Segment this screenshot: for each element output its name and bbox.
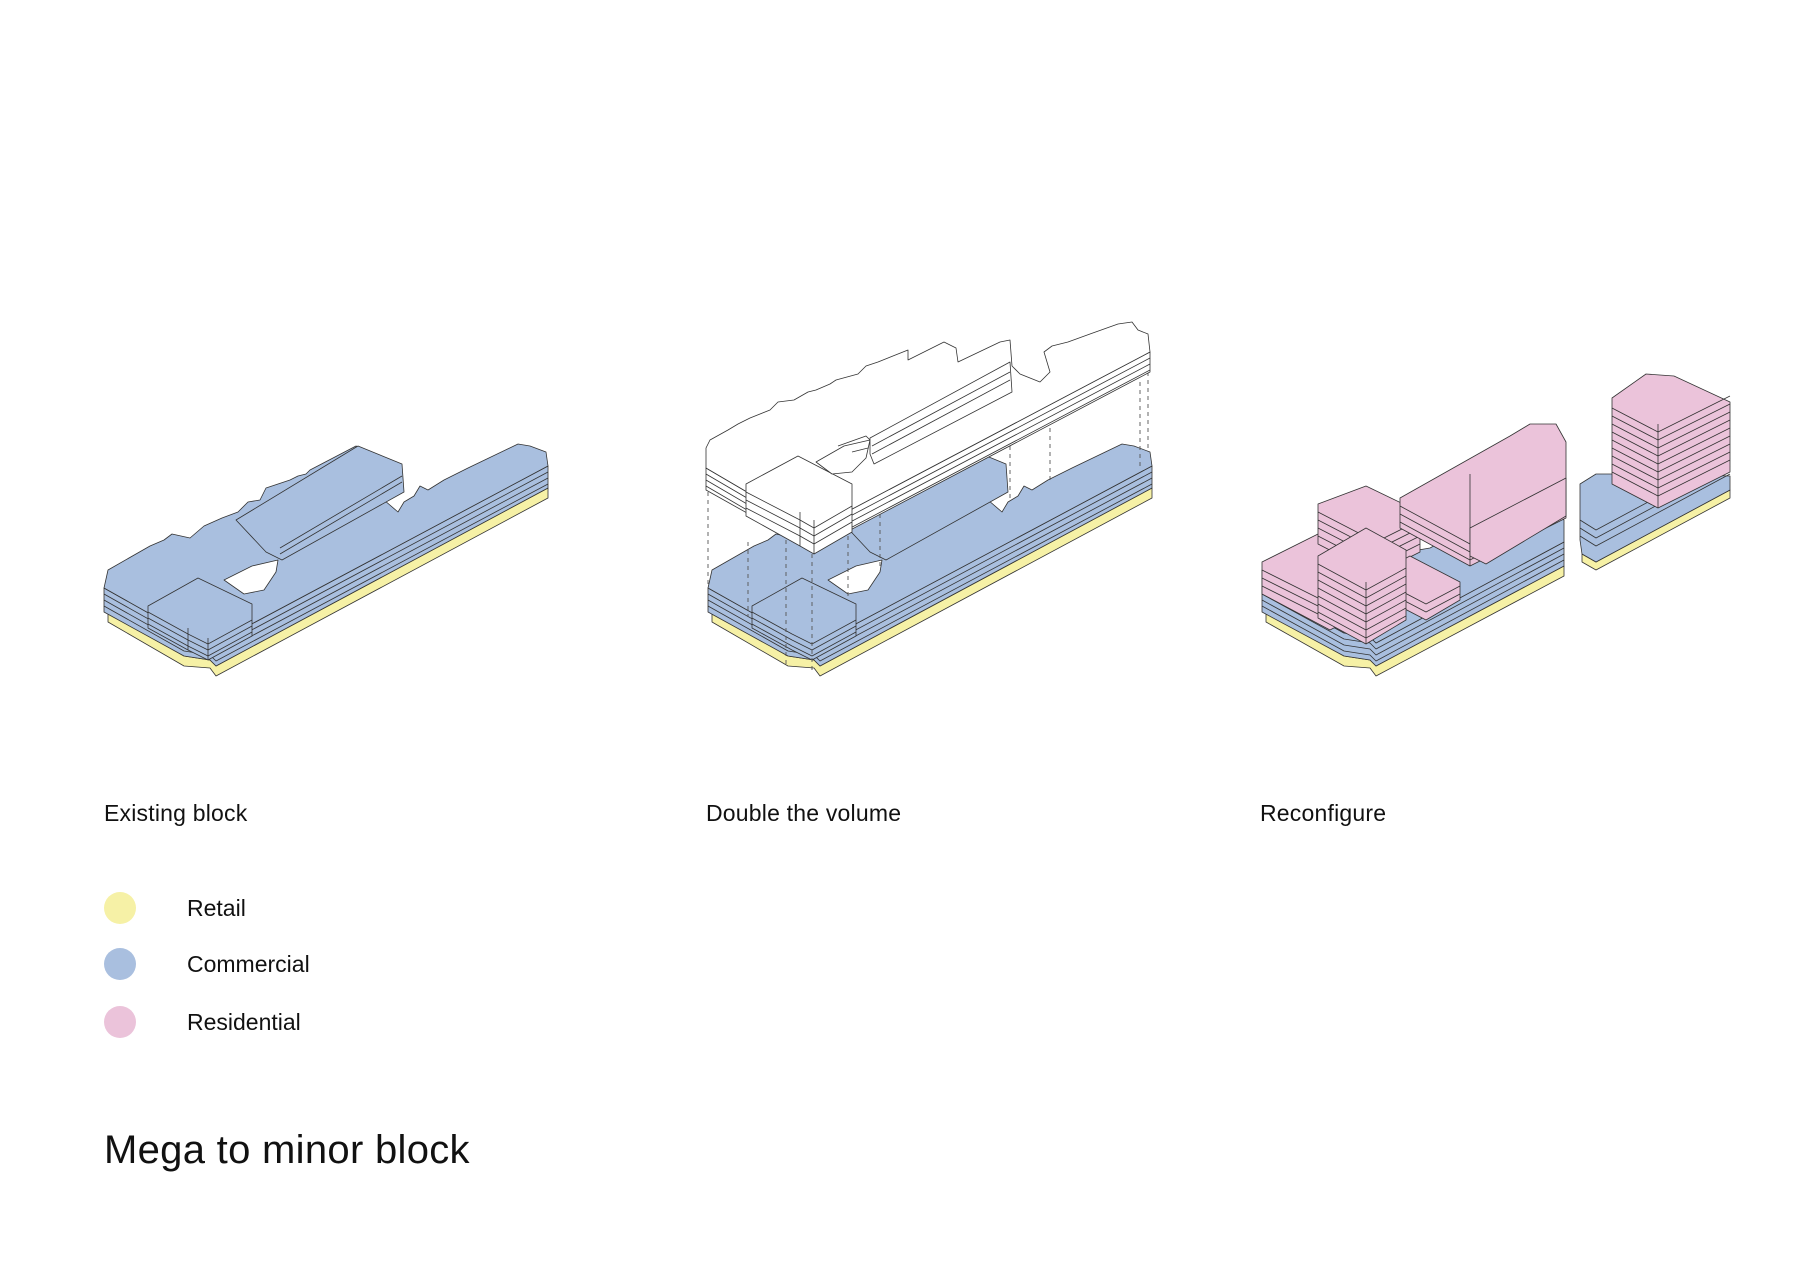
legend-label-retail: Retail [187,895,246,921]
reconfigure-massing [1261,373,1731,677]
legend-label-commercial: Commercial [187,951,310,977]
added-rear-bar [869,361,1013,465]
retail-swatch [104,892,136,924]
existing-block-massing [103,443,549,677]
added-courtyard-void [815,439,871,475]
legend-label-residential: Residential [187,1009,301,1035]
tower-front-floors [1317,563,1407,644]
corner-block-top [147,577,253,661]
commercial-swatch [104,948,136,980]
caption-existing-block: Existing block [104,800,248,826]
rear-bar-block [235,445,405,561]
caption-reconfigure: Reconfigure [1260,800,1387,826]
corner-block-floors [147,611,253,660]
double-volume-massing [705,321,1153,677]
rear-bar-floors [279,475,403,555]
caption-double-volume: Double the volume [706,800,902,826]
residential-tower-front [1317,527,1407,645]
tower-tall-floors [1611,395,1731,508]
residential-strip [1469,477,1567,565]
courtyard-void [223,559,279,595]
residential-swatch [104,1006,136,1038]
page-title: Mega to minor block [104,1128,470,1172]
